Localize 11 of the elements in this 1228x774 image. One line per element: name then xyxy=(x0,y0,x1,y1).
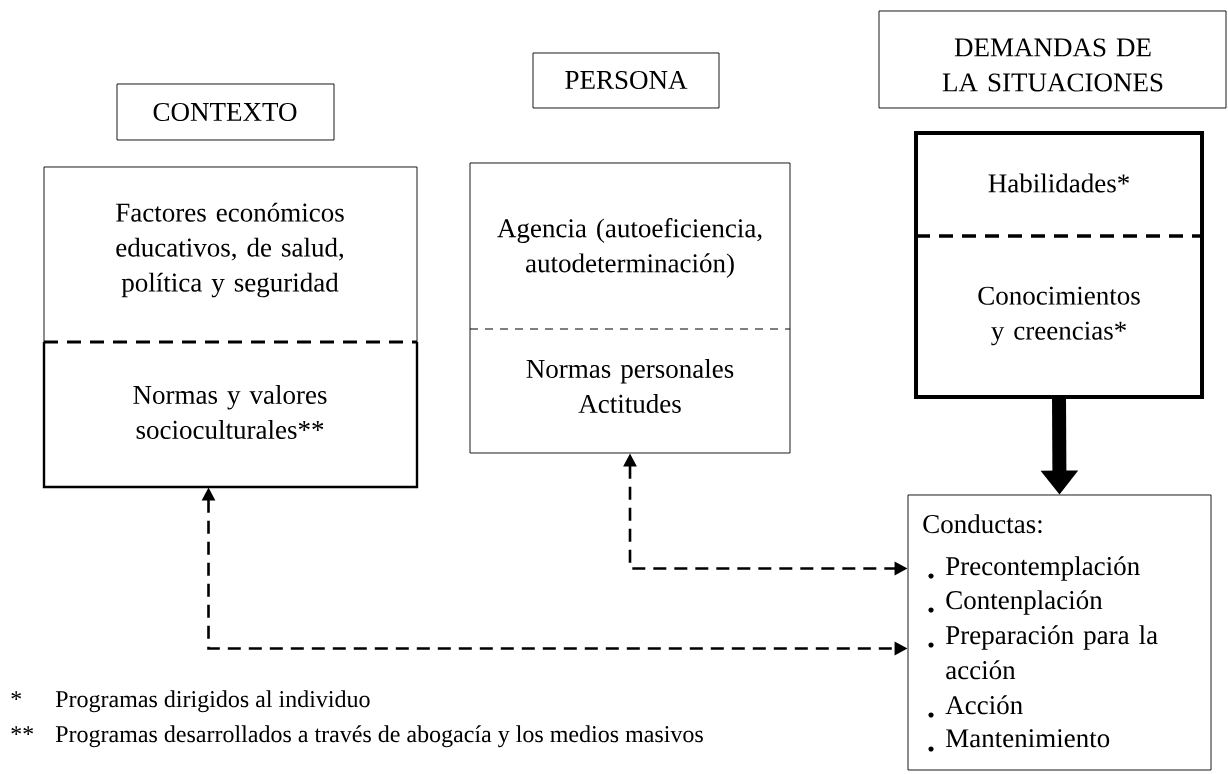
factor-box: Factores económicos educativos, de salud, política y seguridad Normas y valores socioculturales** xyxy=(42,166,419,489)
header-box: DEMANDAS DE LA SITUACIONES xyxy=(878,10,1227,109)
footnote-marker: * xyxy=(11,691,22,701)
header-box: PERSONA xyxy=(532,52,720,109)
footnote-text: Programas desarrollados a través de abogacía y los medios masivos xyxy=(55,725,703,748)
factor-box: Habilidades* Conocimientos y creencias* xyxy=(914,131,1204,399)
behavior-list-box: Conductas: Precontemplación Contenplación Preparación para la acción Acción Mantenimiento xyxy=(907,494,1212,771)
footnote-text: Programas dirigidos al individuo xyxy=(55,690,370,713)
footnote-marker: ** xyxy=(11,726,34,736)
header-box: CONTEXTO xyxy=(116,83,335,141)
factor-box: Agencia (autoeficiencia, autodeterminación) Normas personales Actitudes xyxy=(469,162,791,454)
